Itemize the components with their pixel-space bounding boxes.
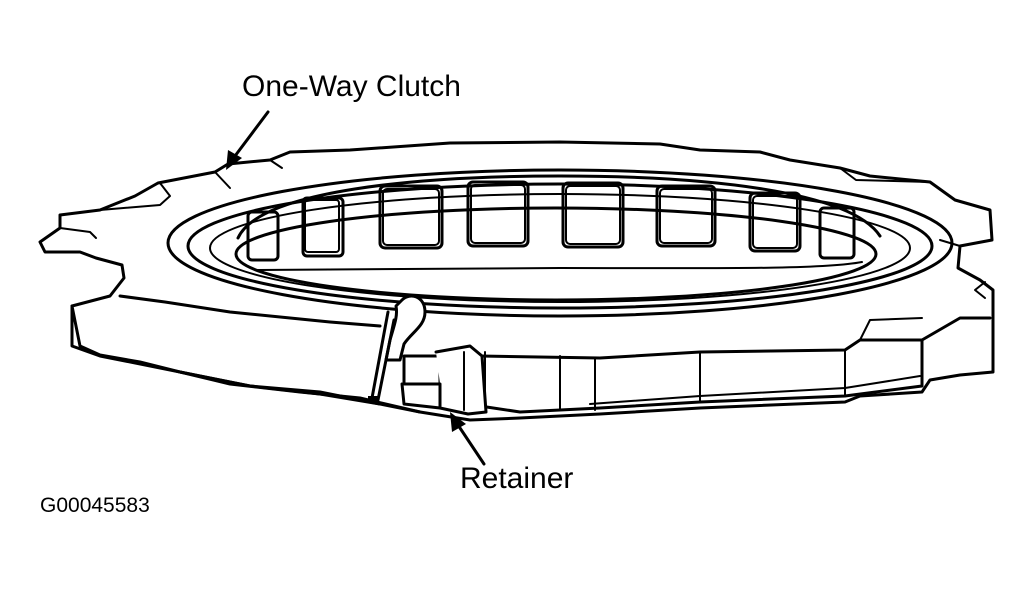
clutch-leader-line xyxy=(230,110,270,162)
cage-windows xyxy=(246,180,856,262)
retainer-clip xyxy=(368,294,488,416)
retainer-leader-line xyxy=(454,420,486,466)
retainer-arrowhead xyxy=(450,412,466,432)
outer-plate xyxy=(38,140,995,422)
retainer-label: Retainer xyxy=(460,462,574,495)
callout-arrows xyxy=(226,110,486,466)
one-way-clutch-label: One-Way Clutch xyxy=(242,70,461,103)
figure-code: G00045583 xyxy=(40,494,150,517)
clutch-ring xyxy=(166,168,954,318)
clutch-arrowhead xyxy=(226,150,242,170)
